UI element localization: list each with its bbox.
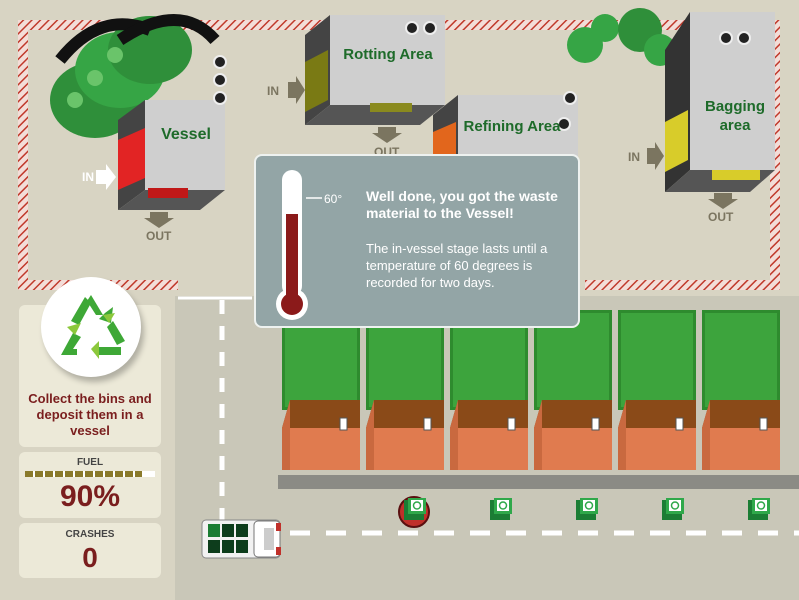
dialog-title: Well done, you got the waste material to… <box>366 188 558 221</box>
recycle-badge <box>41 277 141 377</box>
bagging-out-label: OUT <box>708 210 734 224</box>
house <box>366 310 444 470</box>
bin-row <box>398 496 770 528</box>
house <box>450 310 528 470</box>
house <box>282 310 360 470</box>
pavement-curb <box>278 475 799 489</box>
vessel-building[interactable] <box>50 14 227 228</box>
recycling-bin[interactable] <box>662 498 684 520</box>
message-dialog[interactable]: 60° Well done, you got the waste materia… <box>254 154 580 328</box>
rotting-label: Rotting Area <box>343 46 433 63</box>
refining-label: Refining Area <box>463 118 561 135</box>
bagging-building[interactable] <box>567 8 775 209</box>
thermometer-icon <box>276 170 322 320</box>
house <box>534 310 612 470</box>
thermometer-mark: 60° <box>324 192 343 206</box>
rotting-out-arrow-icon <box>372 127 402 143</box>
recycling-bin[interactable] <box>490 498 512 520</box>
recycling-bin[interactable] <box>398 496 430 528</box>
vessel-label: Vessel <box>161 126 211 143</box>
fuel-panel: FUEL 90% <box>19 452 161 518</box>
house <box>702 310 780 470</box>
vessel-in-label: IN <box>82 170 94 184</box>
recycle-icon <box>61 295 125 359</box>
crashes-label: CRASHES <box>65 529 115 540</box>
instruction-panel: Collect the bins and deposit them in a v… <box>19 277 161 447</box>
fuel-gauge <box>25 471 155 477</box>
collection-truck[interactable] <box>201 519 281 559</box>
bagging-in-label: IN <box>628 150 640 164</box>
rotting-in-arrow-icon <box>288 76 305 104</box>
crashes-value: 0 <box>82 542 98 573</box>
vessel-in-arrow-icon <box>96 164 116 190</box>
dialog-body: The in-vessel stage lasts until a temper… <box>366 241 548 290</box>
bagging-label: Bagging area <box>705 98 765 134</box>
recycling-bin[interactable] <box>748 498 770 520</box>
fuel-value: 90% <box>59 480 121 513</box>
crashes-panel: CRASHES 0 <box>19 523 161 578</box>
bagging-in-arrow-icon <box>647 142 664 170</box>
vessel-out-label: OUT <box>146 229 172 243</box>
house-row <box>282 310 780 470</box>
vessel-out-arrow-icon <box>144 212 174 228</box>
house <box>618 310 696 470</box>
instruction-text: Collect the bins and deposit them in a v… <box>28 391 152 438</box>
fuel-label: FUEL <box>76 457 104 468</box>
fuel-gauge-fill <box>25 471 142 477</box>
recycling-bin[interactable] <box>576 498 598 520</box>
rotting-in-label: IN <box>267 84 279 98</box>
vessel-tanks <box>50 14 220 138</box>
rotting-building[interactable] <box>288 15 445 143</box>
bagging-out-arrow-icon <box>708 193 738 209</box>
